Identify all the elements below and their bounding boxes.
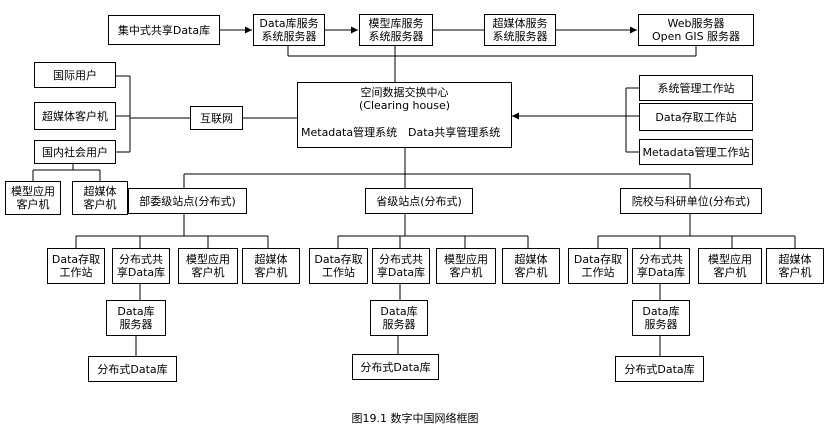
sys-admin-ws-label: 系统管理工作站 [657, 81, 735, 95]
ministry-model-client-line1: 模型应用 [186, 253, 230, 266]
model-db-server-line2: 系统服务器 [368, 30, 424, 43]
academic-model-client-line2: 客户机 [713, 266, 747, 279]
ministry-dist-db-label: 分布式Data库 [97, 362, 168, 376]
ministry-site-label: 部委级站点(分布式) [139, 194, 236, 208]
province-dist-share-line1: 分布式共 [379, 253, 423, 266]
ministry-db-server-line2: 服务器 [119, 318, 153, 331]
province-db-server-line2: 服务器 [382, 318, 416, 331]
province-data-access-ws: Data存取 工作站 [309, 248, 368, 284]
domestic-user-label: 国内社会用户 [42, 145, 108, 159]
province-model-client: 模型应用 客户机 [436, 248, 496, 284]
model-client-line2: 客户机 [16, 198, 50, 211]
academic-dist-db-label: 分布式Data库 [624, 362, 695, 376]
ministry-dist-db: 分布式Data库 [88, 356, 177, 382]
academic-hyper-client-line1: 超媒体 [778, 253, 812, 266]
academic-data-access-line1: Data存取 [573, 253, 623, 266]
academic-hyper-client-line2: 客户机 [778, 266, 812, 279]
province-data-access-line2: 工作站 [322, 266, 355, 279]
province-dist-db-label: 分布式Data库 [360, 360, 431, 374]
internet-label: 互联网 [200, 111, 233, 125]
academic-dist-db: 分布式Data库 [615, 356, 704, 382]
metadata-mgmt-system: Metadata管理系统 [301, 126, 398, 139]
ministry-db-server: Data库 服务器 [106, 300, 166, 336]
data-db-server-line1: Data库服务 [259, 17, 319, 30]
ministry-data-access-line1: Data存取 [51, 253, 101, 266]
academic-site-node: 院校与科研单位(分布式) [620, 188, 762, 214]
clearing-house-node: 空间数据交换中心 (Clearing house) [297, 82, 512, 148]
central-shared-db-label: 集中式共享Data库 [117, 23, 211, 37]
intl-user-label: 国际用户 [53, 68, 97, 82]
province-model-client-line1: 模型应用 [444, 253, 488, 266]
academic-db-server-line2: 服务器 [644, 318, 678, 331]
province-model-client-line2: 客户机 [449, 266, 483, 279]
hyper-client2-line2: 客户机 [83, 198, 117, 211]
model-db-server-node: 模型库服务 系统服务器 [359, 14, 433, 46]
sys-admin-ws-node: 系统管理工作站 [639, 75, 753, 101]
intl-user-node: 国际用户 [34, 62, 116, 88]
ministry-dist-share-line1: 分布式共 [119, 253, 163, 266]
web-server-line2: Open GIS 服务器 [651, 30, 741, 43]
academic-dist-share-line1: 分布式共 [639, 253, 683, 266]
internet-node: 互联网 [190, 106, 243, 130]
hypermedia-server-node: 超媒体服务 系统服务器 [484, 14, 556, 46]
domestic-user-node: 国内社会用户 [34, 140, 116, 164]
academic-db-server: Data库 服务器 [632, 300, 690, 336]
hyper-client2-line1: 超媒体 [83, 185, 117, 198]
clearing-house-title: 空间数据交换中心 [360, 86, 449, 99]
ministry-hyper-client-line2: 客户机 [254, 266, 288, 279]
academic-site-label: 院校与科研单位(分布式) [631, 194, 751, 208]
hypermedia-server-line1: 超媒体服务 [492, 17, 548, 30]
hypermedia-server-line2: 系统服务器 [492, 30, 548, 43]
academic-hyper-client: 超媒体 客户机 [766, 248, 824, 284]
province-dist-share-db: 分布式共 享Data库 [372, 248, 430, 284]
ministry-model-client-line2: 客户机 [191, 266, 225, 279]
province-hyper-client-line2: 客户机 [514, 266, 548, 279]
province-hyper-client: 超媒体 客户机 [502, 248, 560, 284]
data-share-mgmt-system: Data共享管理系统 [408, 126, 501, 139]
academic-model-client: 模型应用 客户机 [698, 248, 762, 284]
ministry-site-node: 部委级站点(分布式) [128, 188, 247, 214]
hyper-client2-node: 超媒体 客户机 [72, 181, 128, 215]
academic-dist-share-line2: 享Data库 [636, 266, 686, 279]
province-db-server: Data库 服务器 [370, 300, 428, 336]
ministry-data-access-ws: Data存取 工作站 [47, 248, 105, 284]
model-client-node: 模型应用 客户机 [5, 181, 61, 215]
data-access-ws-label: Data存取工作站 [655, 110, 737, 124]
model-client-line1: 模型应用 [11, 185, 55, 198]
ministry-hyper-client: 超媒体 客户机 [242, 248, 300, 284]
clearing-house-subtitle: (Clearing house) [358, 99, 451, 112]
ministry-data-access-line2: 工作站 [59, 266, 93, 279]
province-hyper-client-line1: 超媒体 [514, 253, 548, 266]
figure-caption: 图19.1 数字中国网络框图 [351, 412, 479, 425]
metadata-ws-node: Metadata管理工作站 [639, 139, 753, 165]
data-access-ws-node: Data存取工作站 [639, 103, 753, 131]
academic-data-access-line2: 工作站 [581, 266, 615, 279]
ministry-dist-share-line2: 享Data库 [116, 266, 166, 279]
web-server-node: Web服务器 Open GIS 服务器 [638, 14, 754, 46]
web-server-line1: Web服务器 [667, 17, 725, 30]
ministry-hyper-client-line1: 超媒体 [254, 253, 288, 266]
metadata-ws-label: Metadata管理工作站 [642, 145, 750, 159]
ministry-db-server-line1: Data库 [117, 305, 155, 318]
academic-model-client-line1: 模型应用 [708, 253, 752, 266]
province-site-node: 省级站点(分布式) [365, 188, 473, 214]
academic-db-server-line1: Data库 [642, 305, 680, 318]
academic-dist-share-db: 分布式共 享Data库 [632, 248, 690, 284]
province-dist-db: 分布式Data库 [352, 354, 439, 380]
hyper-client-node: 超媒体客户机 [34, 102, 116, 130]
province-dist-share-line2: 享Data库 [376, 266, 426, 279]
province-data-access-line1: Data存取 [314, 253, 363, 266]
model-db-server-line1: 模型库服务 [368, 17, 424, 30]
hyper-client-label: 超媒体客户机 [42, 109, 108, 123]
province-site-label: 省级站点(分布式) [376, 194, 462, 208]
ministry-model-client: 模型应用 客户机 [178, 248, 238, 284]
province-db-server-line1: Data库 [380, 305, 418, 318]
academic-data-access-ws: Data存取 工作站 [568, 248, 628, 284]
data-db-server-line2: 系统服务器 [261, 30, 317, 43]
central-shared-db-node: 集中式共享Data库 [108, 15, 220, 45]
ministry-dist-share-db: 分布式共 享Data库 [112, 248, 170, 284]
data-db-server-node: Data库服务 系统服务器 [253, 14, 325, 46]
